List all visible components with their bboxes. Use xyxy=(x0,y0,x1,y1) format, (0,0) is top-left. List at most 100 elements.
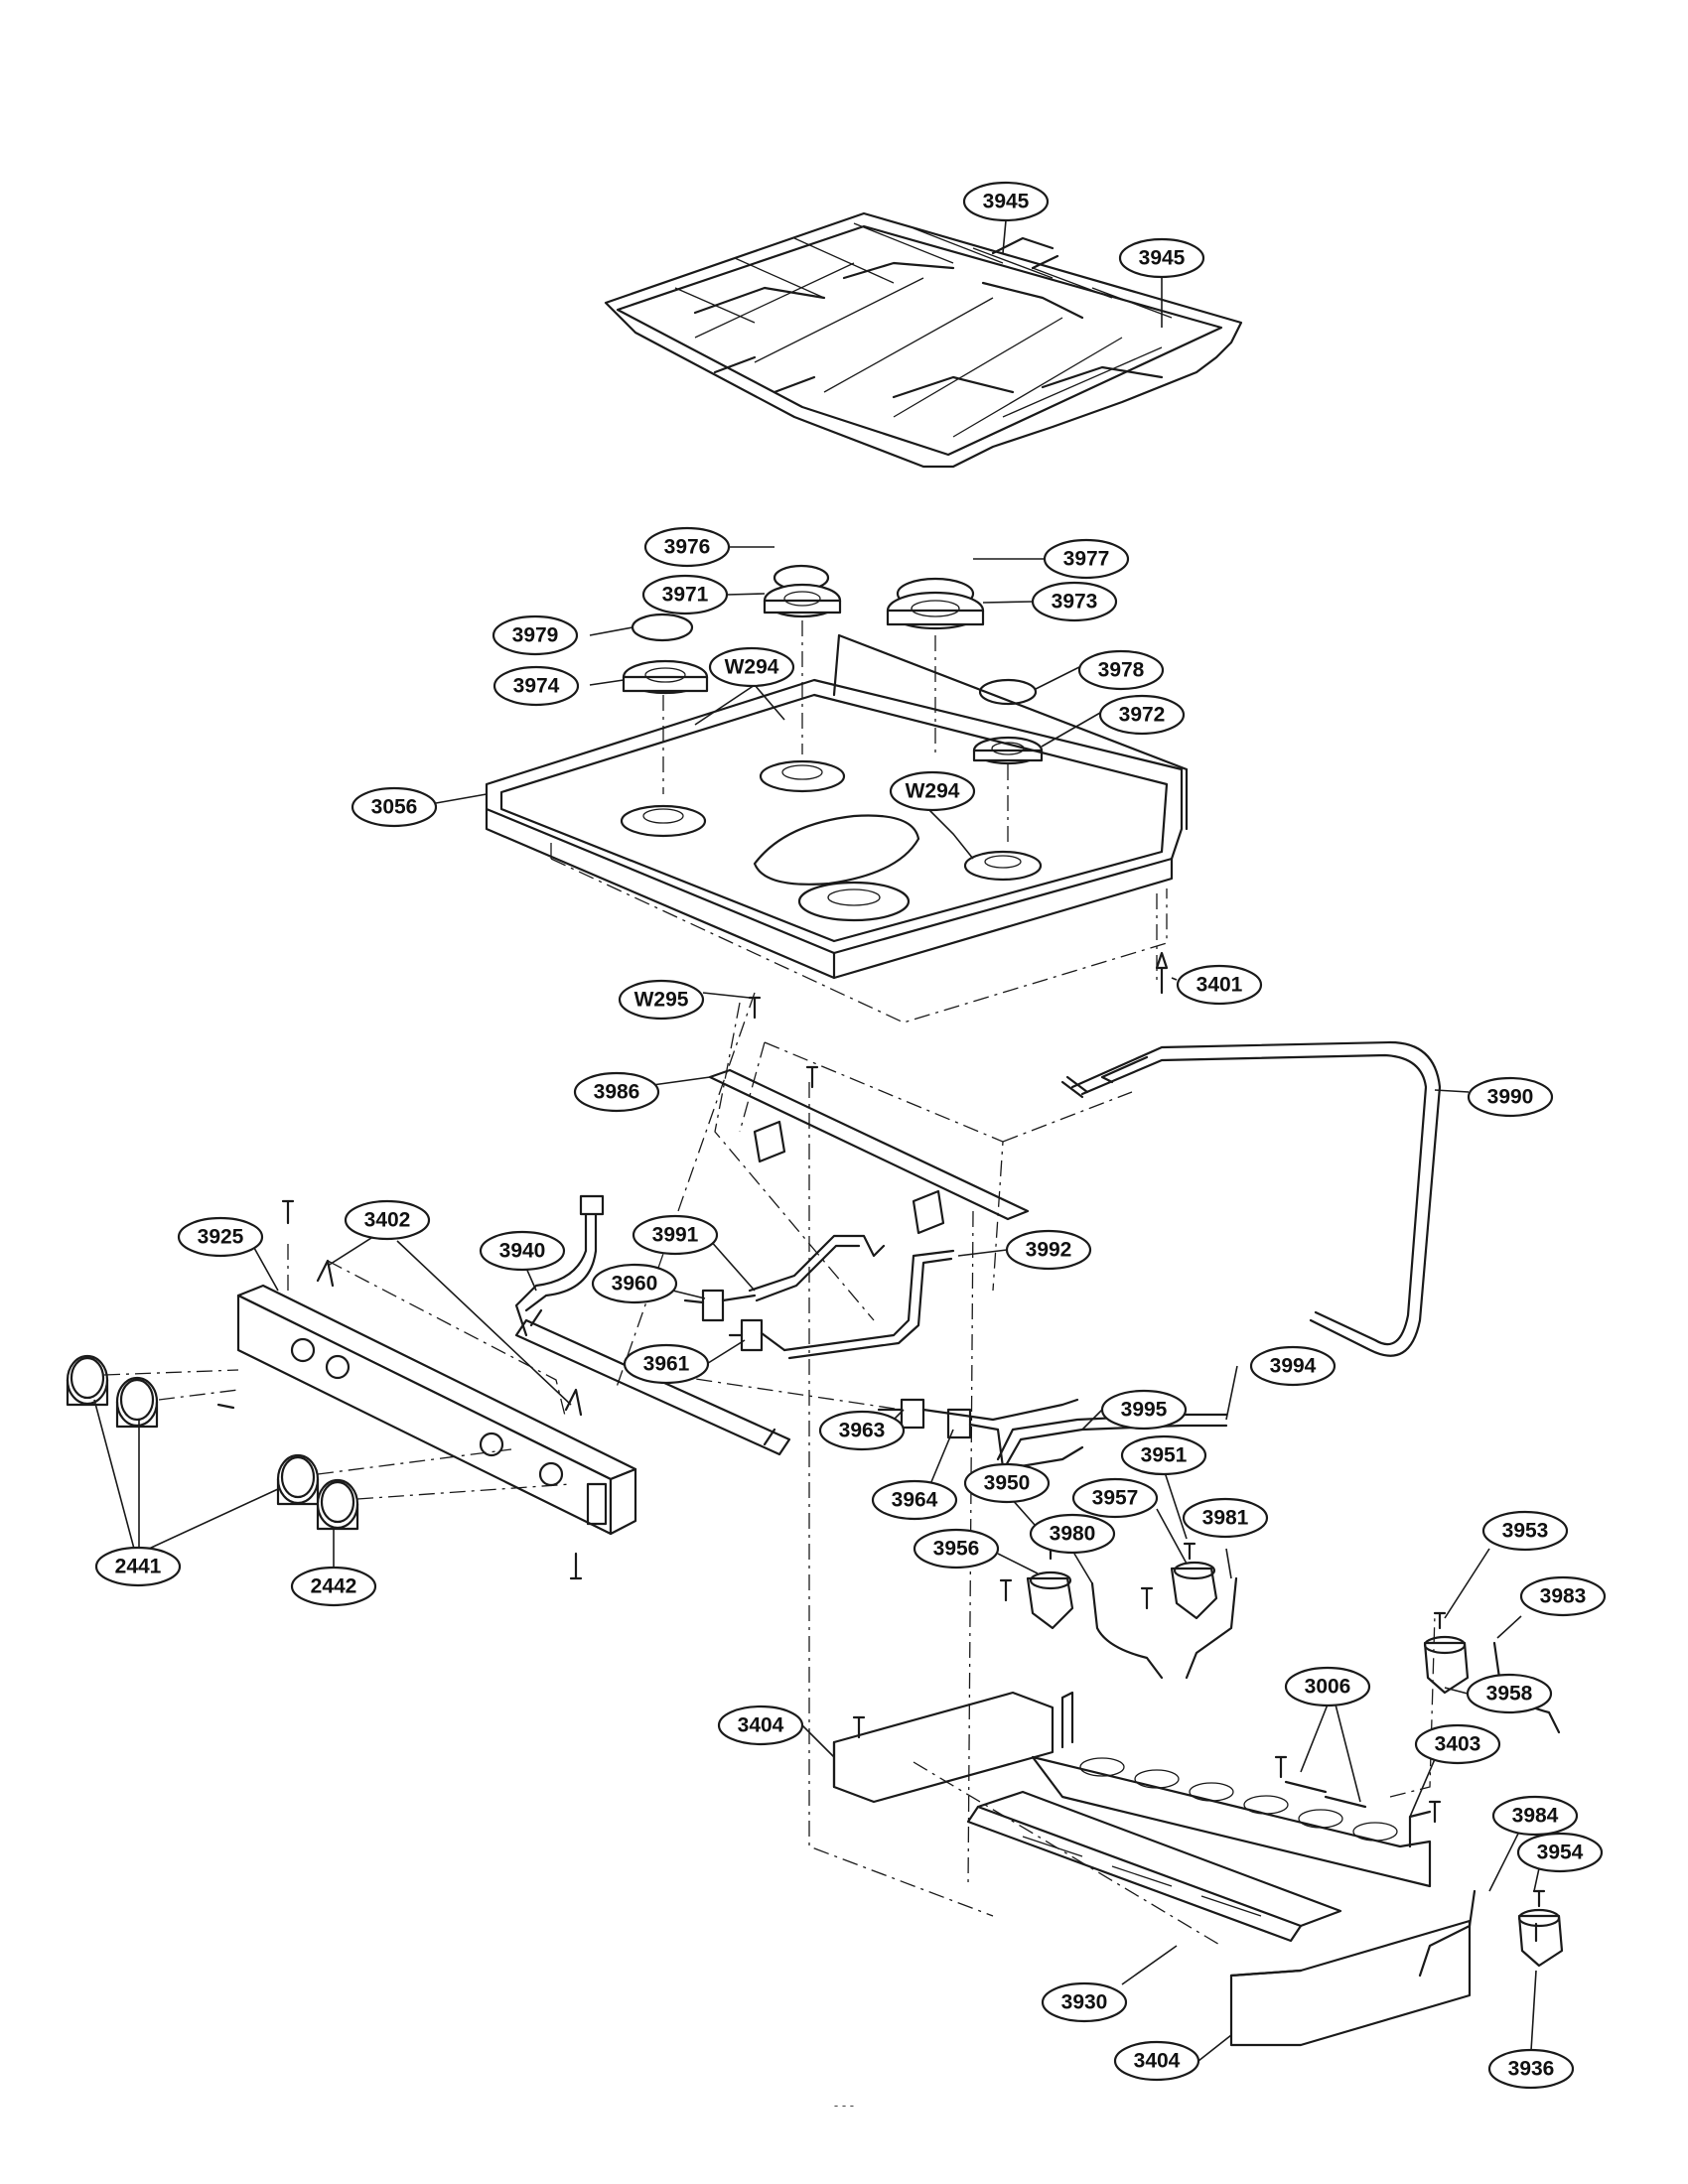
callout-3957: 3957 xyxy=(1071,1477,1159,1519)
callout-3936: 3936 xyxy=(1487,2048,1575,2090)
svg-text:3977: 3977 xyxy=(1063,548,1110,571)
svg-text:2441: 2441 xyxy=(115,1556,162,1578)
svg-text:3994: 3994 xyxy=(1270,1355,1317,1378)
svg-text:W294: W294 xyxy=(725,656,779,679)
callout-3404-bottom: 3404 xyxy=(1113,2040,1200,2082)
callout-2441: 2441 xyxy=(94,1546,182,1587)
callout-w295: W295 xyxy=(618,979,705,1021)
svg-text:3056: 3056 xyxy=(371,796,418,819)
callout-3971: 3971 xyxy=(641,574,729,615)
svg-text:3954: 3954 xyxy=(1537,1842,1584,1864)
svg-text:3973: 3973 xyxy=(1052,591,1098,614)
callout-3976: 3976 xyxy=(643,526,731,568)
svg-text:3974: 3974 xyxy=(513,675,560,698)
callout-3980: 3980 xyxy=(1029,1513,1116,1555)
svg-text:3984: 3984 xyxy=(1512,1805,1559,1828)
svg-text:3980: 3980 xyxy=(1050,1523,1096,1546)
page-footer-mark: - - - xyxy=(834,2098,854,2113)
callout-3961: 3961 xyxy=(623,1343,710,1385)
svg-text:3945: 3945 xyxy=(983,191,1030,213)
svg-text:3990: 3990 xyxy=(1487,1086,1534,1109)
callout-3404-left: 3404 xyxy=(717,1705,804,1746)
svg-text:3983: 3983 xyxy=(1540,1585,1587,1608)
svg-text:2442: 2442 xyxy=(311,1575,357,1598)
svg-text:3986: 3986 xyxy=(594,1081,640,1104)
callout-3945-top: 3945 xyxy=(962,181,1050,222)
callout-3973: 3973 xyxy=(1031,581,1118,622)
control-panel xyxy=(236,1241,791,1536)
svg-text:3404: 3404 xyxy=(1134,2050,1181,2073)
callout-3974: 3974 xyxy=(492,665,580,707)
callout-3986: 3986 xyxy=(573,1071,660,1113)
svg-text:W295: W295 xyxy=(634,989,689,1012)
burner-box xyxy=(832,1612,1472,2047)
svg-text:3992: 3992 xyxy=(1026,1239,1072,1262)
svg-text:3979: 3979 xyxy=(512,624,559,647)
leader-lines xyxy=(93,219,1540,2062)
svg-text:3401: 3401 xyxy=(1196,974,1243,997)
svg-text:3981: 3981 xyxy=(1202,1507,1249,1530)
svg-text:3953: 3953 xyxy=(1502,1520,1549,1543)
callout-3940: 3940 xyxy=(479,1230,566,1272)
svg-text:3006: 3006 xyxy=(1305,1676,1351,1699)
callout-3991: 3991 xyxy=(632,1214,719,1256)
callout-3992: 3992 xyxy=(1005,1229,1092,1271)
callout-3981: 3981 xyxy=(1182,1497,1269,1539)
svg-text:3995: 3995 xyxy=(1121,1399,1168,1422)
wire-harness xyxy=(514,1194,605,1337)
callout-3994: 3994 xyxy=(1249,1345,1336,1387)
callout-3960: 3960 xyxy=(591,1263,678,1304)
callout-3006: 3006 xyxy=(1284,1666,1371,1707)
svg-text:3964: 3964 xyxy=(892,1489,938,1512)
cooktop-maintop xyxy=(485,620,1189,1024)
callout-3979: 3979 xyxy=(492,614,579,656)
callout-3983: 3983 xyxy=(1519,1575,1607,1617)
callout-3958: 3958 xyxy=(1466,1673,1553,1714)
svg-text:3978: 3978 xyxy=(1098,659,1145,682)
burner-bases xyxy=(1026,1561,1564,1978)
svg-text:3957: 3957 xyxy=(1092,1487,1139,1510)
manifold-area xyxy=(615,992,1149,1917)
callout-3056: 3056 xyxy=(351,786,438,828)
svg-text:3958: 3958 xyxy=(1486,1683,1533,1706)
callout-w294-bottom: W294 xyxy=(889,770,976,812)
callout-3995: 3995 xyxy=(1100,1389,1188,1431)
svg-text:3991: 3991 xyxy=(652,1224,699,1247)
burner-heads xyxy=(622,583,1044,765)
svg-text:3961: 3961 xyxy=(643,1353,690,1376)
svg-text:3950: 3950 xyxy=(984,1472,1031,1495)
callout-3956: 3956 xyxy=(913,1528,1000,1570)
svg-text:3963: 3963 xyxy=(839,1420,886,1442)
callout-3963: 3963 xyxy=(818,1410,906,1451)
callout-3984: 3984 xyxy=(1491,1795,1579,1837)
svg-text:3940: 3940 xyxy=(499,1240,546,1263)
svg-text:W294: W294 xyxy=(906,780,960,803)
svg-text:3403: 3403 xyxy=(1435,1733,1481,1756)
callout-3403: 3403 xyxy=(1414,1723,1501,1765)
control-knobs xyxy=(66,1354,572,1531)
callout-3964: 3964 xyxy=(871,1479,958,1521)
svg-text:3930: 3930 xyxy=(1061,1991,1108,2014)
callout-3972: 3972 xyxy=(1098,694,1186,736)
svg-text:3925: 3925 xyxy=(198,1226,244,1249)
callout-3945-right: 3945 xyxy=(1118,237,1205,279)
callout-labels: 3945 3945 3976 3977 3971 3973 3979 3974 … xyxy=(94,181,1607,2090)
callout-3402: 3402 xyxy=(344,1199,431,1241)
svg-text:3976: 3976 xyxy=(664,536,711,559)
grate-assembly xyxy=(604,211,1243,469)
svg-text:3951: 3951 xyxy=(1141,1444,1188,1467)
svg-text:3960: 3960 xyxy=(612,1273,658,1296)
callout-3951: 3951 xyxy=(1120,1434,1207,1476)
callout-3978: 3978 xyxy=(1077,649,1165,691)
screws xyxy=(216,951,1546,1943)
callout-3990: 3990 xyxy=(1467,1076,1554,1118)
svg-text:3402: 3402 xyxy=(364,1209,411,1232)
callout-3950: 3950 xyxy=(963,1462,1051,1504)
svg-text:3404: 3404 xyxy=(738,1714,784,1737)
svg-text:3971: 3971 xyxy=(662,584,709,607)
callout-3401: 3401 xyxy=(1176,964,1263,1006)
callout-3925: 3925 xyxy=(177,1216,264,1258)
callout-3954: 3954 xyxy=(1516,1832,1604,1873)
callout-2442: 2442 xyxy=(290,1566,377,1607)
